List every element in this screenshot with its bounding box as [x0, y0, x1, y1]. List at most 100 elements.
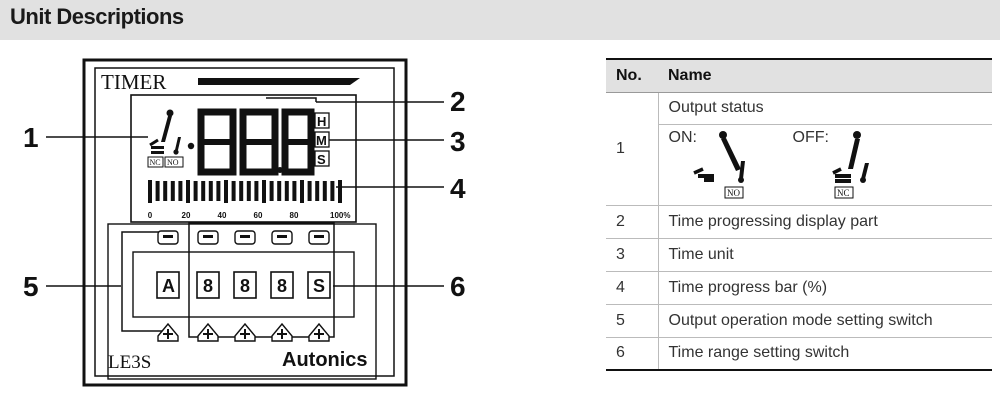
progress-segment	[148, 180, 152, 203]
minus-button[interactable]	[271, 230, 293, 245]
progress-segment	[277, 181, 282, 201]
status-nc-text: NC	[837, 188, 850, 198]
section-title: Unit Descriptions	[10, 4, 184, 29]
table-header-row: No. Name	[606, 58, 992, 93]
progress-segment	[254, 181, 259, 201]
lcd-nc-label: NC	[150, 158, 161, 167]
table-row: 5 Output operation mode setting switch	[606, 304, 992, 338]
row-name: Time progressing display part	[658, 205, 992, 239]
unit-s: S	[317, 152, 326, 167]
progress-segment	[208, 181, 213, 201]
timer-wedge	[198, 78, 360, 85]
progress-tick-label: 60	[254, 211, 263, 220]
unit-h: H	[317, 114, 326, 129]
minus-button[interactable]	[234, 230, 256, 245]
progress-segment	[239, 181, 244, 201]
unit-m: M	[316, 133, 327, 148]
progress-tick-label: 0	[148, 211, 153, 220]
lcd-window	[130, 94, 357, 223]
section-header: Unit Descriptions	[0, 0, 1000, 40]
row-no: 3	[606, 238, 659, 272]
progress-segment	[246, 181, 251, 201]
callout-lines	[46, 97, 444, 287]
plus-button[interactable]	[308, 322, 330, 342]
progress-segment	[231, 181, 236, 201]
row-name: Output status	[658, 92, 992, 125]
status-icons: NO NC	[692, 130, 869, 198]
status-on-label: ON:	[668, 128, 697, 146]
brand-label: Autonics	[282, 349, 368, 371]
plus-buttons	[157, 322, 330, 342]
progress-segment	[262, 180, 266, 203]
plus-button[interactable]	[157, 322, 179, 342]
callout-4: 4	[450, 173, 466, 204]
mode-switch-bracket	[121, 231, 170, 332]
progress-segment	[186, 180, 190, 203]
header-no: No.	[606, 58, 658, 93]
progress-segment	[322, 181, 327, 201]
device-inner-frame	[94, 67, 395, 377]
model-label: LE3S	[108, 352, 151, 373]
row-no: 6	[606, 337, 659, 371]
key-range-2: 8	[240, 276, 250, 296]
row-no: 4	[606, 271, 659, 305]
progress-segment	[224, 180, 228, 203]
progress-segment	[284, 181, 289, 201]
lcd-digit	[197, 108, 237, 176]
progress-segment	[163, 181, 168, 201]
output-status-icon: NC NO	[147, 109, 184, 168]
progress-bar-ticks: 0 20 40 60 80 100%	[148, 211, 351, 220]
lcd-no-label: NO	[167, 158, 179, 167]
row-name: Time unit	[658, 238, 992, 272]
progress-segment	[201, 181, 206, 201]
progress-segment	[193, 181, 198, 201]
lcd-digit	[281, 108, 315, 176]
progress-segment	[315, 181, 320, 201]
range-switch-group	[188, 222, 335, 338]
header-name: Name	[658, 58, 992, 93]
plus-button[interactable]	[197, 322, 219, 342]
row-no: 1	[606, 92, 659, 206]
callout-2: 2	[450, 86, 466, 117]
plus-button[interactable]	[234, 322, 256, 342]
table-row-status: ON: OFF: NO	[606, 124, 992, 206]
minus-button[interactable]	[197, 230, 219, 245]
row-name: Output operation mode setting switch	[658, 304, 992, 338]
table-row: 1 Output status	[606, 92, 992, 206]
progress-tick-label: 100%	[330, 211, 350, 220]
progress-segment	[330, 181, 335, 201]
progress-segment	[292, 181, 297, 201]
callout-3: 3	[450, 126, 466, 157]
progress-tick-label: 80	[290, 211, 299, 220]
progress-segment	[307, 181, 312, 201]
progress-segment	[170, 181, 175, 201]
row-name: Time progress bar (%)	[658, 271, 992, 305]
progress-tick-label: 20	[182, 211, 191, 220]
key-a: A	[162, 276, 175, 296]
plus-button[interactable]	[271, 322, 293, 342]
key-labels: A 8 8 8 S	[156, 271, 331, 299]
table-row: 4 Time progress bar (%)	[606, 271, 992, 305]
key-range-3: 8	[277, 276, 287, 296]
progress-bar-segments	[148, 180, 342, 203]
time-unit-indicators: H M S	[314, 112, 330, 167]
keypad-frame	[107, 223, 377, 380]
status-on-icon: NO	[692, 130, 745, 198]
progress-segment	[216, 181, 221, 201]
row-no: 2	[606, 205, 659, 239]
output-status-cell: ON: OFF: NO	[658, 124, 992, 206]
timer-label: TIMER	[101, 70, 166, 94]
minus-button[interactable]	[308, 230, 330, 245]
progress-segment	[338, 180, 342, 203]
minus-button[interactable]	[157, 230, 179, 245]
progress-segment	[300, 180, 304, 203]
progress-segment	[178, 181, 183, 201]
progress-segment	[155, 181, 160, 201]
callout-5: 5	[23, 271, 39, 302]
lcd-digits	[197, 108, 315, 176]
progress-segment	[269, 181, 274, 201]
status-off-label: OFF:	[792, 128, 829, 146]
callout-1: 1	[23, 122, 39, 153]
minus-buttons	[157, 230, 330, 245]
progress-tick-label: 40	[218, 211, 227, 220]
